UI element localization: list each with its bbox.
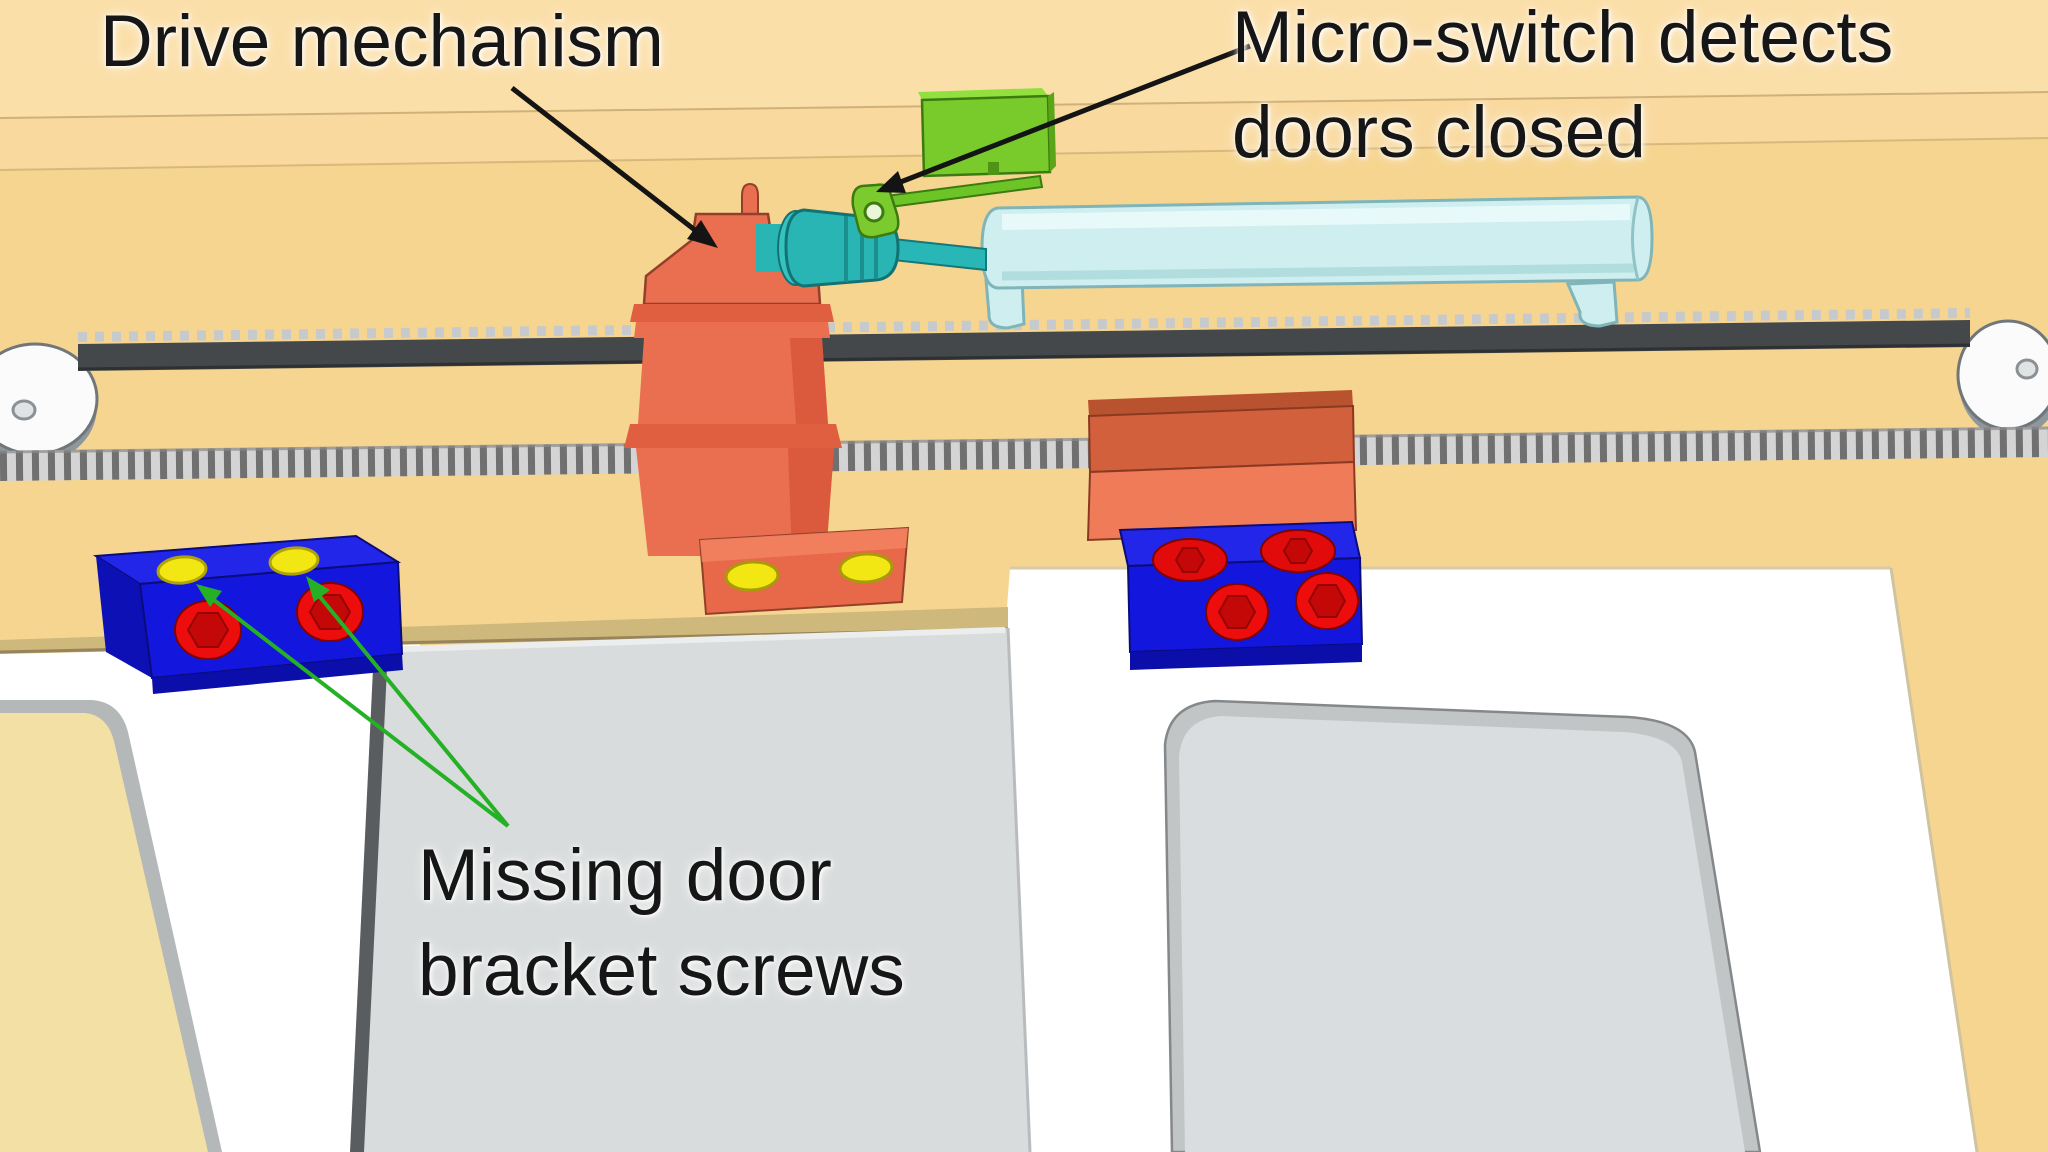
label-text: Drive mechanism bbox=[100, 1, 664, 82]
right-plate-upper-face bbox=[1087, 404, 1356, 474]
cylinder-end-cap bbox=[1631, 196, 1640, 281]
drive-mechanism-leader-line bbox=[510, 86, 702, 236]
helical-cable-edge bbox=[0, 426, 2048, 454]
left-bracket-side-face bbox=[96, 556, 152, 678]
right-plate-top-edge bbox=[1088, 390, 1353, 416]
micro-switch-roller-pin bbox=[863, 201, 885, 223]
left-bracket-empty-hole bbox=[268, 546, 320, 576]
pulley-left-hub bbox=[11, 399, 37, 421]
left-door-panel bbox=[0, 713, 208, 1152]
mechanism-collar bbox=[630, 304, 834, 322]
right-bracket-screw-hex bbox=[1174, 547, 1206, 573]
micro-switch-arrowhead bbox=[876, 171, 906, 193]
right-door-panel bbox=[1179, 716, 1745, 1152]
right-bracket-screw-hex bbox=[1282, 538, 1314, 564]
label-missing-screws: Missing door bracket screws bbox=[418, 828, 905, 1018]
cylinder-shadow bbox=[1001, 263, 1635, 281]
drive-belt bbox=[78, 320, 1970, 371]
mechanism-lower-facet bbox=[788, 448, 834, 556]
right-bracket-bolt-hex bbox=[1217, 595, 1257, 629]
mechanism-empty-hole bbox=[724, 560, 780, 592]
left-bracket-bolt-hex bbox=[186, 612, 230, 648]
drive-mechanism-arrowhead bbox=[687, 220, 718, 248]
label-drive-mechanism: Drive mechanism bbox=[100, 0, 664, 89]
cylinder-left-foot bbox=[984, 276, 1026, 330]
drive-belt-edge bbox=[77, 343, 1971, 371]
label-text: Micro-switch detects bbox=[1232, 0, 1894, 78]
right-plate-lower-face bbox=[1086, 460, 1358, 542]
center-door-right-edge bbox=[1006, 627, 1032, 1152]
frame-edge-line bbox=[1889, 567, 1979, 1152]
pulley-right-hub bbox=[2015, 358, 2039, 380]
micro-switch-leader-line bbox=[897, 43, 1251, 186]
micro-switch-side-face bbox=[1048, 92, 1056, 172]
cylinder-highlight bbox=[1001, 204, 1631, 230]
mechanism-top-knob bbox=[741, 182, 759, 217]
helical-cable-coils bbox=[0, 427, 2048, 481]
center-door-panel bbox=[350, 628, 1030, 1152]
center-door-top-bevel bbox=[373, 627, 1006, 653]
mechanism-foot-top-face bbox=[700, 528, 908, 562]
left-bracket-bottom-strip bbox=[152, 654, 403, 694]
missing-screw-leader-line bbox=[318, 595, 510, 828]
missing-screw-arrowhead bbox=[196, 584, 222, 607]
mechanism-collar-2 bbox=[634, 322, 830, 338]
mechanism-empty-hole bbox=[838, 552, 894, 584]
label-micro-switch: Micro-switch detects doors closed bbox=[1232, 0, 1893, 180]
right-bracket-bolt-hex bbox=[1307, 584, 1347, 618]
label-text: Missing door bbox=[418, 835, 832, 916]
cylinder-right-foot bbox=[1565, 280, 1619, 328]
mechanism-lower-body bbox=[636, 448, 834, 556]
label-text: doors closed bbox=[1232, 92, 1646, 173]
micro-switch-terminal bbox=[988, 162, 999, 175]
missing-screw-arrowhead bbox=[306, 576, 330, 602]
mechanism-mid-facet bbox=[790, 338, 828, 424]
missing-screw-leader-line bbox=[212, 598, 510, 828]
center-door-left-edge bbox=[350, 647, 388, 1152]
label-text: bracket screws bbox=[418, 930, 905, 1011]
left-bracket-empty-hole bbox=[156, 555, 208, 585]
mechanism-mid-body bbox=[638, 338, 828, 424]
mechanism-skirt bbox=[624, 424, 842, 448]
right-bracket-bottom-strip bbox=[1130, 644, 1362, 670]
